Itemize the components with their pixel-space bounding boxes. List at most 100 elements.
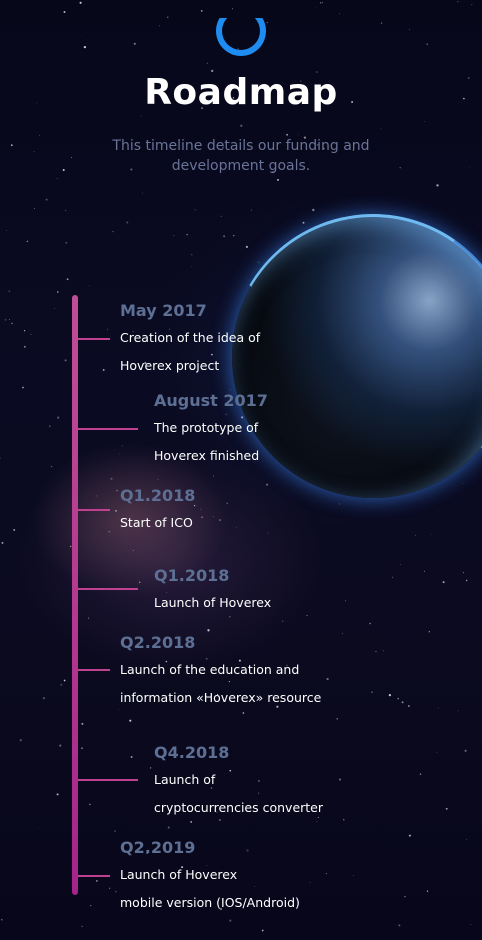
star <box>218 518 222 522</box>
star <box>10 144 13 147</box>
star <box>238 659 241 662</box>
star <box>130 755 133 759</box>
star <box>65 241 68 244</box>
star <box>64 359 67 362</box>
star <box>467 76 470 80</box>
star <box>276 705 279 708</box>
timeline-date: Q4.2018 <box>154 743 230 762</box>
star <box>216 811 218 813</box>
star <box>50 465 53 468</box>
star <box>56 793 59 796</box>
star <box>110 477 113 480</box>
star <box>162 97 165 100</box>
star <box>57 416 60 419</box>
star <box>220 215 222 217</box>
star <box>206 62 208 64</box>
star <box>19 739 22 742</box>
star <box>8 319 10 321</box>
star <box>132 330 134 333</box>
timeline-description: The prototype of Hoverex finished <box>154 414 259 470</box>
timeline-connector <box>78 669 110 671</box>
star <box>165 592 167 593</box>
star <box>182 84 184 86</box>
star <box>345 600 347 602</box>
star <box>466 839 468 841</box>
star <box>241 416 244 419</box>
star <box>428 631 430 633</box>
star <box>96 880 98 882</box>
star <box>383 650 385 652</box>
star <box>116 489 118 492</box>
star <box>167 826 170 829</box>
star <box>225 413 227 416</box>
star <box>173 235 175 237</box>
timeline-date: Q1.2018 <box>120 486 196 505</box>
star <box>408 834 411 837</box>
star <box>42 697 45 700</box>
star <box>257 779 260 782</box>
star <box>8 290 11 293</box>
star <box>229 919 232 922</box>
star <box>191 266 192 268</box>
star <box>336 718 338 720</box>
star <box>319 2 322 4</box>
timeline-date: May 2017 <box>120 301 207 320</box>
star <box>81 925 83 928</box>
star <box>130 902 132 904</box>
star <box>286 664 288 667</box>
star <box>130 168 133 171</box>
star <box>64 209 67 212</box>
star <box>408 705 410 707</box>
star <box>33 151 35 153</box>
star <box>211 353 213 356</box>
star <box>213 475 214 477</box>
star <box>118 708 120 710</box>
star <box>121 445 123 447</box>
star <box>426 43 429 46</box>
star <box>339 503 340 505</box>
star <box>59 744 62 747</box>
star <box>342 633 343 634</box>
star <box>371 691 374 694</box>
star <box>83 45 87 49</box>
timeline-date: August 2017 <box>154 391 268 410</box>
star <box>322 2 323 4</box>
star <box>213 516 214 517</box>
star <box>424 570 426 572</box>
star <box>437 707 439 709</box>
star <box>217 693 219 696</box>
description-line: Creation of the idea of <box>120 330 261 345</box>
star <box>463 97 465 100</box>
star <box>298 93 299 94</box>
star <box>400 564 401 566</box>
star <box>158 25 160 27</box>
star <box>254 886 255 887</box>
star <box>232 97 235 99</box>
star <box>415 534 417 536</box>
star <box>303 136 307 139</box>
star <box>430 533 432 535</box>
star <box>206 864 208 866</box>
star <box>462 572 465 574</box>
star <box>233 234 235 237</box>
star <box>245 245 248 248</box>
description-line: cryptocurrencies converter <box>154 800 324 815</box>
star <box>325 873 327 875</box>
star <box>133 42 136 45</box>
star <box>236 526 237 528</box>
star <box>169 328 170 330</box>
star <box>115 891 117 893</box>
timeline-description: Creation of the idea of Hoverex project <box>120 324 260 380</box>
star <box>30 333 32 335</box>
star <box>286 133 289 136</box>
timeline-description: Launch of Hoverex <box>154 589 271 617</box>
star <box>380 22 383 24</box>
star <box>63 11 66 13</box>
star <box>144 361 147 365</box>
star <box>201 516 204 519</box>
star <box>48 425 51 428</box>
star <box>266 483 269 486</box>
star <box>464 749 467 752</box>
star <box>312 208 315 212</box>
